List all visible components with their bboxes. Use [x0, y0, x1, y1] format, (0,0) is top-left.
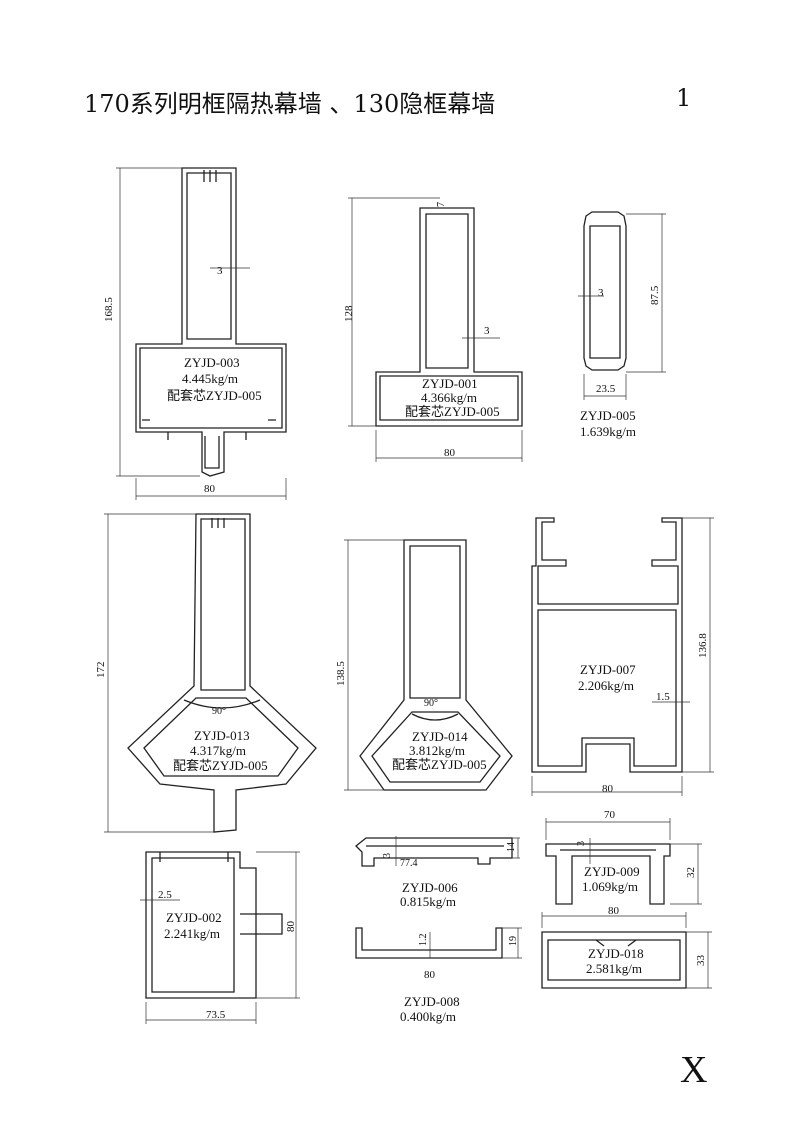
zyjd-008-weight: 0.400kg/m: [400, 1009, 456, 1024]
zyjd-001-height-dim: 128: [343, 305, 355, 322]
page-number: 1: [676, 84, 692, 112]
zyjd-005-width-dim: 23.5: [596, 383, 616, 395]
zyjd-006-weight: 0.815kg/m: [400, 894, 456, 909]
zyjd-018-width-dim: 80: [608, 905, 620, 917]
zyjd-007-weight: 2.206kg/m: [578, 678, 634, 693]
zyjd-003-height-dim: 168.5: [103, 297, 115, 322]
zyjd-008-code: ZYJD-008: [404, 994, 460, 1009]
zyjd-018-weight: 2.581kg/m: [586, 961, 642, 976]
zyjd-001-top-dim: 7: [436, 202, 447, 207]
zyjd-005-height-dim: 87.5: [649, 285, 661, 305]
zyjd-001-code: ZYJD-001: [422, 376, 478, 391]
profile-zyjd-009: 70 32 3 ZYJD-009 1.069kg/m: [545, 809, 702, 905]
zyjd-006-height-dim: 14: [506, 842, 517, 852]
zyjd-002-code: ZYJD-002: [166, 910, 222, 925]
profile-zyjd-003: 168.5 80 3 ZYJD-003 4.445kg/m 配套芯ZYJD-00…: [103, 167, 287, 500]
zyjd-006-code: ZYJD-006: [402, 880, 458, 895]
zyjd-009-wall-dim: 3: [576, 841, 587, 846]
zyjd-018-code: ZYJD-018: [588, 946, 644, 961]
profile-zyjd-018: 80 33 ZYJD-018 2.581kg/m: [541, 905, 712, 989]
zyjd-007-wall-dim: 1.5: [656, 691, 670, 703]
zyjd-002-height-dim: 80: [285, 921, 297, 933]
zyjd-005-weight: 1.639kg/m: [580, 424, 636, 439]
zyjd-006-wall-dim: 3: [382, 853, 393, 858]
zyjd-003-core: 配套芯ZYJD-005: [167, 388, 262, 403]
profile-zyjd-005: 87.5 23.5 3 ZYJD-005 1.639kg/m: [578, 211, 666, 439]
zyjd-001-width-dim: 80: [444, 447, 456, 459]
zyjd-014-core: 配套芯ZYJD-005: [392, 757, 487, 772]
zyjd-013-code: ZYJD-013: [194, 728, 250, 743]
zyjd-014-weight: 3.812kg/m: [409, 743, 465, 758]
zyjd-003-code: ZYJD-003: [184, 355, 240, 370]
zyjd-002-weight: 2.241kg/m: [164, 926, 220, 941]
zyjd-008-width-dim: 80: [424, 969, 436, 981]
zyjd-003-width-dim: 80: [204, 483, 216, 495]
zyjd-001-core: 配套芯ZYJD-005: [405, 404, 500, 419]
profile-zyjd-013: 172 90° ZYJD-013 4.317kg/m 配套芯ZYJD-005: [95, 513, 317, 833]
zyjd-014-code: ZYJD-014: [412, 729, 468, 744]
zyjd-013-core: 配套芯ZYJD-005: [173, 758, 268, 773]
zyjd-006-width-dim: 77.4: [400, 858, 418, 869]
zyjd-001-weight: 4.366kg/m: [421, 390, 477, 405]
zyjd-007-width-dim: 80: [602, 783, 614, 795]
profile-zyjd-007: 136.8 80 1.5 ZYJD-007 2.206kg/m: [531, 517, 714, 796]
zyjd-008-wall-dim: 1.2: [418, 934, 429, 947]
zyjd-013-angle: 90°: [212, 706, 226, 717]
zyjd-018-height-dim: 33: [695, 955, 707, 967]
zyjd-002-width-dim: 73.5: [206, 1009, 226, 1021]
zyjd-007-height-dim: 136.8: [697, 633, 709, 658]
zyjd-009-height-dim: 32: [685, 867, 697, 878]
page-title: 170系列明框隔热幕墙 、130隐框幕墙: [84, 90, 496, 118]
zyjd-009-code: ZYJD-009: [584, 864, 640, 879]
zyjd-003-wall-dim: 3: [217, 265, 223, 277]
zyjd-007-code: ZYJD-007: [580, 662, 636, 677]
corner-mark: X: [680, 1049, 707, 1091]
profile-zyjd-002: 80 73.5 2.5 ZYJD-002 2.241kg/m: [140, 851, 300, 1024]
zyjd-014-angle: 90°: [424, 698, 438, 709]
zyjd-003-weight: 4.445kg/m: [182, 371, 238, 386]
profile-zyjd-008: 19 80 1.2 ZYJD-008 0.400kg/m: [355, 927, 522, 1024]
zyjd-005-code: ZYJD-005: [580, 408, 636, 423]
zyjd-002-wall-dim: 2.5: [158, 889, 172, 901]
profile-zyjd-014: 138.5 90° ZYJD-014 3.812kg/m 配套芯ZYJD-005: [335, 539, 513, 791]
zyjd-014-height-dim: 138.5: [335, 661, 347, 686]
zyjd-013-height-dim: 172: [95, 662, 107, 679]
zyjd-001-wall-dim: 3: [484, 325, 490, 337]
zyjd-009-weight: 1.069kg/m: [582, 879, 638, 894]
zyjd-009-width-dim: 70: [604, 809, 616, 821]
profile-zyjd-006: 14 77.4 3 ZYJD-006 0.815kg/m: [355, 836, 520, 909]
zyjd-008-height-dim: 19: [508, 936, 519, 946]
zyjd-005-wall-dim: 3: [598, 287, 604, 299]
zyjd-013-weight: 4.317kg/m: [190, 743, 246, 758]
profile-zyjd-001: 128 80 3 7 ZYJD-001 4.366kg/m 配套芯ZYJD-00…: [343, 197, 523, 462]
